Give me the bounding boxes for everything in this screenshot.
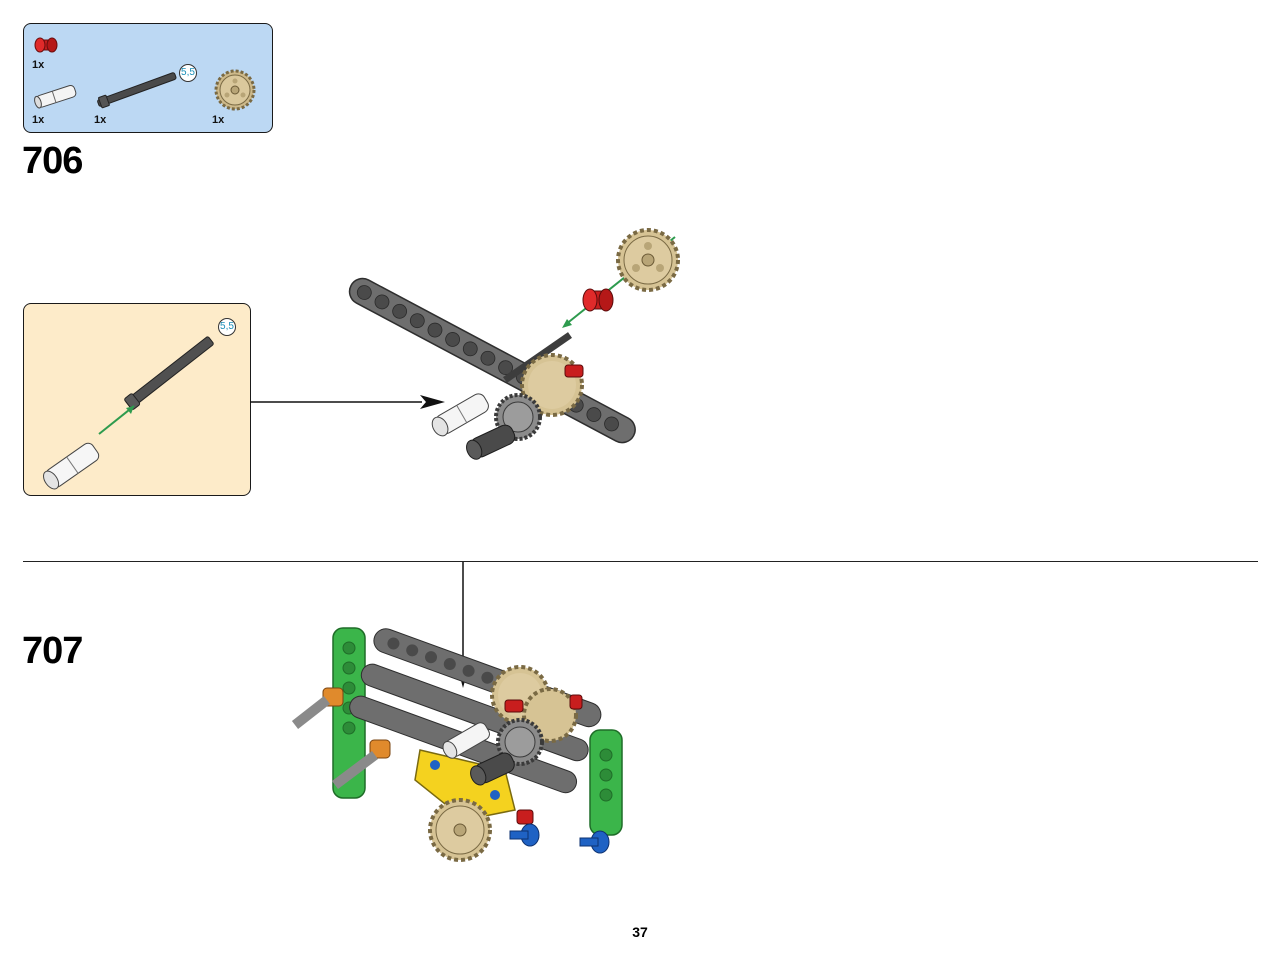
parts-qty-axle: 1x [94, 114, 107, 126]
page-number: 37 [632, 924, 648, 940]
callout-length-badge: 5,5 [218, 318, 236, 336]
tan-gear-icon [214, 69, 256, 111]
parts-qty-gear: 1x [212, 114, 225, 126]
subassembly-callout: 5,5 [23, 303, 251, 496]
parts-list-box: 1x 1x 5,5 1x 1x [23, 23, 273, 133]
parts-qty-axle-pin: 1x [32, 114, 45, 126]
red-bush-icon [34, 37, 58, 53]
step-number-706: 706 [22, 140, 83, 182]
step-number-707: 707 [22, 630, 83, 672]
dark-axle-icon [97, 72, 177, 109]
white-axle-pin-icon [34, 84, 77, 109]
step-706-assembly-illustration [348, 228, 680, 460]
axle-with-pin-illustration [43, 336, 214, 490]
callout-pointer-arrow [250, 395, 445, 409]
step-divider [23, 561, 1258, 562]
step-707-assembly-illustration [291, 627, 623, 862]
parts-qty-red-bush: 1x [32, 59, 45, 71]
axle-length-badge: 5,5 [179, 64, 197, 82]
